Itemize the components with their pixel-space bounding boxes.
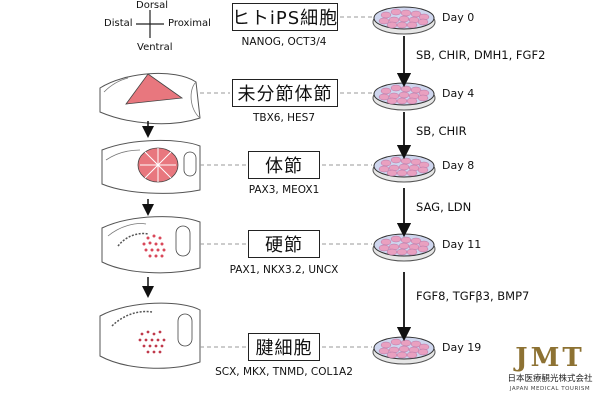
stage-markers-somite: PAX3, MEOX1 (248, 184, 320, 196)
stage-box-somite: 体節 (248, 151, 320, 179)
dish-cell (386, 351, 398, 359)
day-label-4: Day 4 (442, 87, 475, 100)
dish-cell (398, 15, 410, 23)
dashed-connectors (200, 16, 372, 348)
treatment-label-3: SAG, LDN (416, 200, 472, 214)
dish-cell (396, 21, 408, 29)
dish-cell (390, 156, 402, 164)
dish-cell (380, 159, 392, 167)
dish-cell (400, 157, 412, 165)
treatment-label-2: SB, CHIR (416, 124, 467, 138)
company-logo: JMT 日本医療観光株式会社 JAPAN MEDICAL TOURISM (500, 344, 600, 393)
orientation-distal: Distal (104, 18, 133, 29)
day-label-8: Day 8 (442, 159, 475, 172)
dish-cell (406, 21, 418, 29)
stage-markers-ips: NANOG, OCT3/4 (241, 36, 327, 48)
dish-cell (400, 236, 412, 244)
orientation-ventral: Ventral (137, 42, 173, 53)
dish-cell (398, 345, 410, 353)
embryo-sketch-somite (101, 139, 201, 194)
dish-cell (398, 91, 410, 99)
culture-dish-4 (372, 336, 436, 365)
treatment-label-1: SB, CHIR, DMH1, FGF2 (416, 48, 546, 62)
dish-cell (380, 87, 392, 95)
dish-cell (380, 238, 392, 246)
dish-cell (396, 351, 408, 359)
treatment-label-4: FGF8, TGFβ3, BMP7 (416, 289, 530, 303)
logo-mark: JMT (515, 343, 585, 373)
dish-cell (406, 351, 418, 359)
dish-cell (406, 169, 418, 177)
dish-cell (417, 94, 429, 102)
dish-cell (386, 97, 398, 105)
dish-cell (417, 348, 429, 356)
dish-cell (396, 169, 408, 177)
dish-cell (396, 248, 408, 256)
embryo-sketch-sclerotome (101, 216, 201, 274)
dish-cell (406, 97, 418, 105)
stage-box-ips: ヒトiPS細胞 (232, 3, 338, 31)
dish-cell (380, 11, 392, 19)
dish-cell (398, 242, 410, 250)
logo-english-name: JAPAN MEDICAL TOURISM (509, 386, 591, 392)
dish-cell (400, 339, 412, 347)
dish-cell (390, 235, 402, 243)
dish-cell (390, 8, 402, 16)
day-label-11: Day 11 (442, 238, 482, 251)
dish-cell (396, 97, 408, 105)
culture-dish-3 (372, 233, 436, 262)
dish-cell (406, 248, 418, 256)
orientation-cross (136, 10, 164, 38)
stage-markers-psm: TBX6, HES7 (252, 112, 316, 124)
dish-cell (417, 166, 429, 174)
dish-cell (417, 245, 429, 253)
dish-cell (380, 341, 392, 349)
dish-cell (386, 169, 398, 177)
dish-cell (386, 248, 398, 256)
day-label-19: Day 19 (442, 341, 482, 354)
culture-dishes (372, 6, 436, 365)
dish-cell (400, 9, 412, 17)
culture-dish-0 (372, 6, 436, 35)
stage-box-tendon: 腱細胞 (248, 333, 320, 361)
day-label-0: Day 0 (442, 11, 475, 24)
stage-markers-sclerotome: PAX1, NKX3.2, UNCX (229, 264, 339, 276)
orientation-proximal: Proximal (168, 18, 211, 29)
stage-box-psm: 未分節体節 (232, 79, 338, 107)
embryo-sketch-psm (99, 73, 201, 125)
stage-box-sclerotome: 硬節 (248, 230, 320, 258)
culture-dish-1 (372, 82, 436, 111)
logo-japanese-name: 日本医療観光株式会社 (507, 374, 593, 384)
dish-cell (398, 163, 410, 171)
orientation-dorsal: Dorsal (136, 0, 169, 11)
dish-cell (386, 21, 398, 29)
dish-cell (390, 84, 402, 92)
stage-markers-tendon: SCX, MKX, TNMD, COL1A2 (215, 366, 353, 378)
dish-cell (390, 338, 402, 346)
embryo-sketch-tendon (99, 302, 201, 369)
dish-cell (400, 85, 412, 93)
dish-cell (417, 18, 429, 26)
culture-dish-2 (372, 154, 436, 183)
